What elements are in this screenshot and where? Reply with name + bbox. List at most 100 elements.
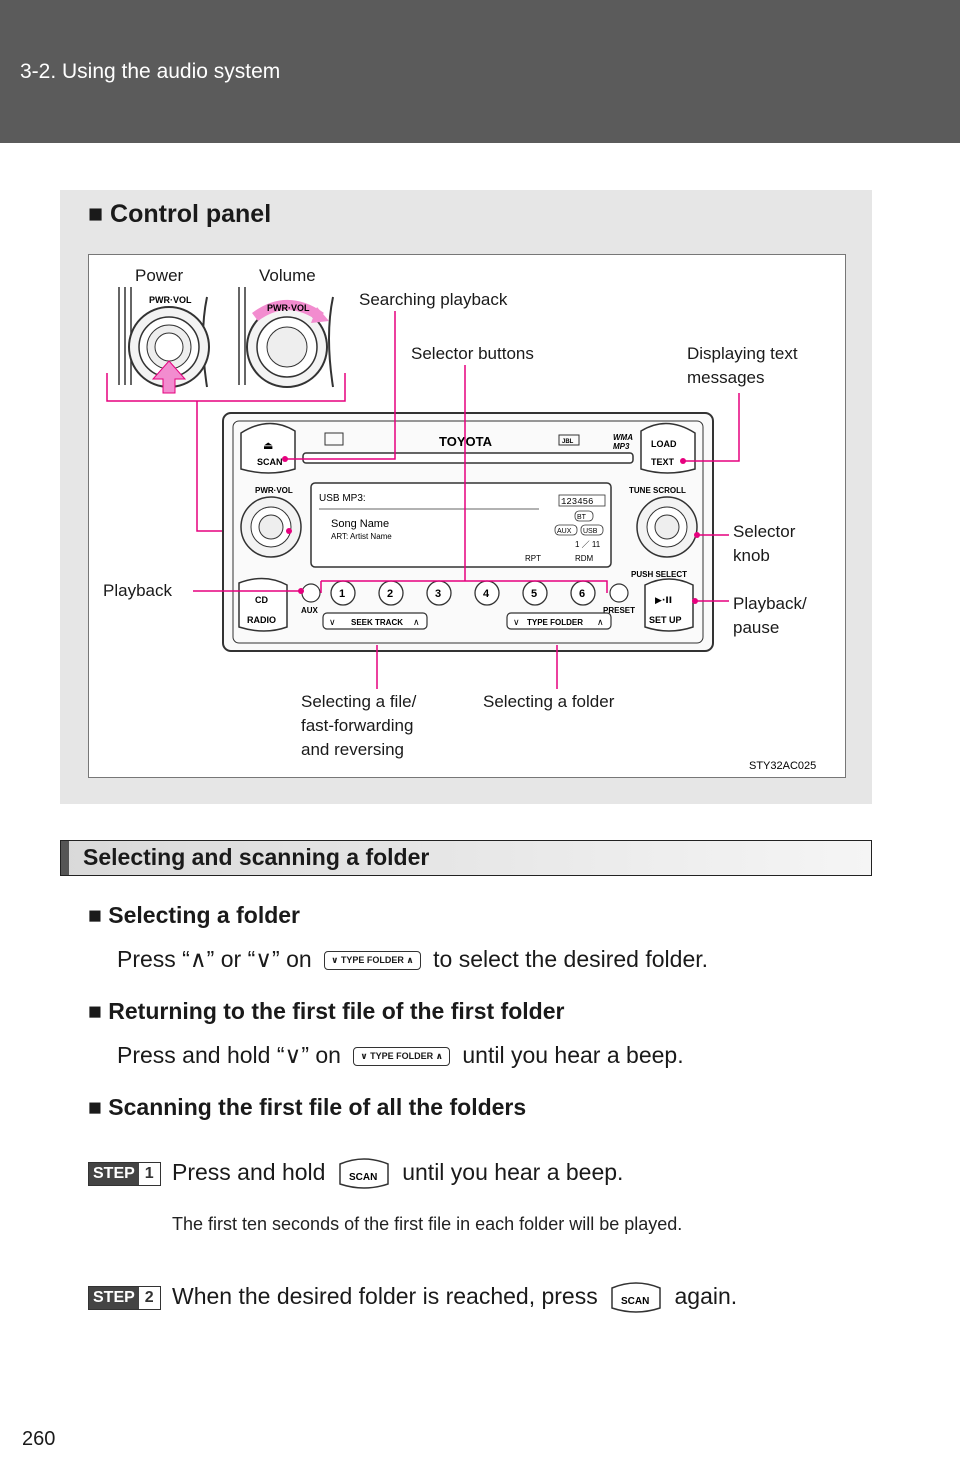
scan-icon-label: SCAN — [621, 1296, 649, 1307]
label-displaying-text-2: messages — [687, 368, 764, 387]
page-number: 260 — [22, 1428, 56, 1450]
display-line2: Song Name — [331, 518, 389, 530]
scan-button[interactable] — [240, 422, 296, 474]
preset-button-label: 1 — [339, 588, 345, 600]
play-pause-icon: ▶·II — [655, 596, 672, 606]
step-1-text: Press and hold SCAN until you hear a bee… — [172, 1158, 623, 1190]
display-preset-nums: 123456 — [561, 497, 593, 507]
radio-label: RADIO — [247, 615, 276, 625]
preset-scan-button[interactable] — [609, 583, 629, 603]
press-arrow-icon — [151, 360, 187, 394]
label-selecting-folder: Selecting a folder — [483, 692, 615, 711]
audio-head-unit: TOYOTA JBL WMA MP3 SCAN ⏏ LOAD TEXT PWR·… — [222, 412, 714, 652]
display-bt: BT — [577, 514, 587, 521]
type-folder-label: TYPE FOLDER — [527, 618, 583, 627]
display-rdm: RDM — [575, 554, 594, 563]
body-text-b: to select the desired folder. — [433, 946, 709, 972]
audio-unit-diagram: PWR·VOL PWR·VOL Power Volume TOYOTA JBL — [103, 266, 816, 772]
section-title: Selecting and scanning a folder — [83, 844, 430, 870]
seek-up-icon: ∧ — [413, 618, 420, 628]
load-label: LOAD — [651, 439, 677, 449]
step-text-a: When the desired folder is reached, pres… — [172, 1283, 598, 1310]
label-power: Power — [135, 266, 184, 285]
preset-button-label: 5 — [531, 588, 537, 600]
scan-button-icon: SCAN — [611, 1282, 661, 1313]
body-text-a: Press “∧” or “∨” on — [117, 946, 312, 972]
preset-button-label: 6 — [579, 588, 585, 600]
brand-logo: TOYOTA — [439, 434, 493, 449]
setup-label: SET UP — [649, 615, 682, 625]
preset-label: PRESET — [603, 606, 635, 615]
label-selector-knob-1: Selector — [733, 522, 796, 541]
inline-button-label: TYPE FOLDER — [370, 1051, 434, 1062]
folder-up-icon: ∧ — [597, 618, 604, 628]
volume-knob-label: PWR·VOL — [267, 303, 310, 313]
type-folder-button[interactable] — [506, 612, 612, 630]
step-text-b: until you hear a beep. — [402, 1159, 624, 1186]
rotate-arrow-icon — [252, 300, 324, 322]
lcd-display — [310, 482, 612, 568]
label-selecting-file-3: and reversing — [301, 740, 404, 759]
label-searching-playback: Searching playback — [359, 290, 508, 309]
display-rpt: RPT — [525, 554, 541, 563]
mp3-logo: MP3 — [613, 442, 630, 451]
type-folder-inline-icon: ∨ TYPE FOLDER ∧ — [353, 1047, 450, 1067]
power-knob-inset: PWR·VOL — [118, 287, 210, 394]
section-title-bar: Selecting and scanning a folder — [60, 840, 872, 876]
push-select-label: PUSH SELECT — [631, 570, 687, 579]
setup-play-button[interactable] — [644, 578, 694, 632]
control-panel-heading: ■ Control panel — [88, 200, 272, 228]
volume-knob-inset: PWR·VOL — [238, 287, 334, 388]
step-label: STEP — [93, 1165, 135, 1182]
seek-track-button[interactable] — [322, 612, 428, 630]
body-returning-first: Press and hold “∨” on ∨ TYPE FOLDER ∧ un… — [117, 1042, 684, 1069]
scan-button-icon: SCAN — [339, 1158, 389, 1189]
body-text-a: Press and hold “∨” on — [117, 1042, 341, 1068]
step-text-a: Press and hold — [172, 1159, 326, 1186]
preset-button-label: 2 — [387, 588, 393, 600]
step-label: STEP — [93, 1289, 135, 1306]
step-num: 1 — [138, 1163, 160, 1185]
display-aux: AUX — [557, 528, 572, 535]
text-label: TEXT — [651, 457, 675, 467]
seek-track-label: SEEK TRACK — [351, 618, 403, 627]
aux-button[interactable] — [301, 583, 321, 603]
jbl-logo: JBL — [562, 439, 574, 445]
step-1-note: The first ten seconds of the first file … — [172, 1214, 683, 1234]
display-line3: ART: Artist Name — [331, 532, 392, 541]
header-title: 3-2. Using the audio system — [20, 60, 281, 83]
label-volume: Volume — [259, 266, 316, 285]
power-knob-label: PWR·VOL — [149, 295, 192, 305]
page-header: 3-2. Using the audio system — [0, 0, 960, 143]
label-selecting-file-1: Selecting a file/ — [301, 692, 417, 711]
aux-label: AUX — [301, 606, 319, 615]
subhead-scanning: ■ Scanning the first file of all the fol… — [88, 1094, 527, 1120]
body-text-b: until you hear a beep. — [462, 1042, 684, 1068]
seek-down-icon: ∨ — [329, 618, 336, 628]
inline-button-label: TYPE FOLDER — [340, 955, 404, 966]
disc-slot — [302, 452, 634, 464]
label-displaying-text-1: Displaying text — [687, 344, 798, 363]
knob-bracket — [106, 373, 346, 402]
label-selecting-file-2: fast-forwarding — [301, 716, 413, 735]
leader-dots — [282, 456, 700, 604]
subhead-returning-first: ■ Returning to the first file of the fir… — [88, 998, 565, 1024]
step-text-b: again. — [674, 1283, 738, 1310]
step-num: 2 — [138, 1287, 160, 1309]
display-line1: USB MP3: — [319, 493, 366, 504]
leader-lines — [193, 311, 740, 689]
label-selector-buttons: Selector buttons — [411, 344, 534, 363]
body-selecting-folder: Press “∧” or “∨” on ∨ TYPE FOLDER ∧ to s… — [117, 946, 708, 973]
tune-scroll-label: TUNE SCROLL — [629, 486, 686, 495]
display-track: 1 ／ 11 — [575, 540, 601, 549]
label-playback-pause-2: pause — [733, 618, 779, 637]
eject-icon: ⏏ — [263, 439, 273, 452]
preset-button-label: 3 — [435, 588, 441, 600]
scan-button-label: SCAN — [257, 457, 283, 467]
scan-icon-label: SCAN — [349, 1172, 377, 1183]
label-playback: Playback — [103, 581, 172, 600]
type-folder-inline-icon: ∨ TYPE FOLDER ∧ — [324, 951, 421, 971]
folder-down-icon: ∨ — [513, 618, 520, 628]
